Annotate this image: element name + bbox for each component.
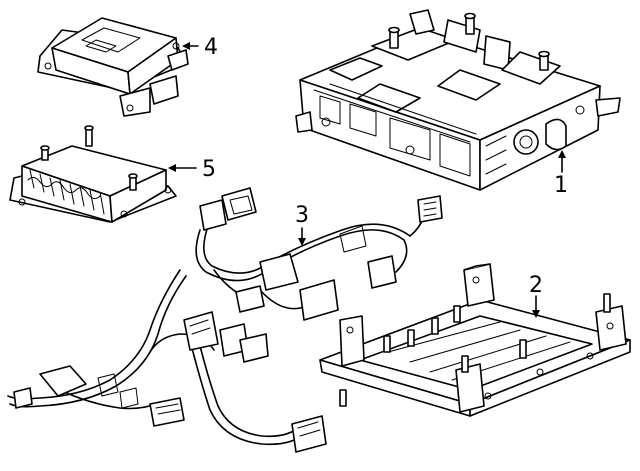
charger-module-part [9, 125, 177, 223]
callout-1: 1 [554, 173, 568, 198]
callout-leaders [168, 42, 566, 318]
callout-2: 2 [529, 273, 543, 298]
callout-4: 4 [204, 35, 218, 60]
inverter-module-part [295, 9, 621, 191]
callout-5: 5 [202, 157, 216, 182]
cradle-frame-part [319, 263, 631, 417]
callout-3: 3 [295, 203, 309, 228]
control-module-part [37, 17, 189, 117]
wiring-harness-part [7, 187, 443, 453]
